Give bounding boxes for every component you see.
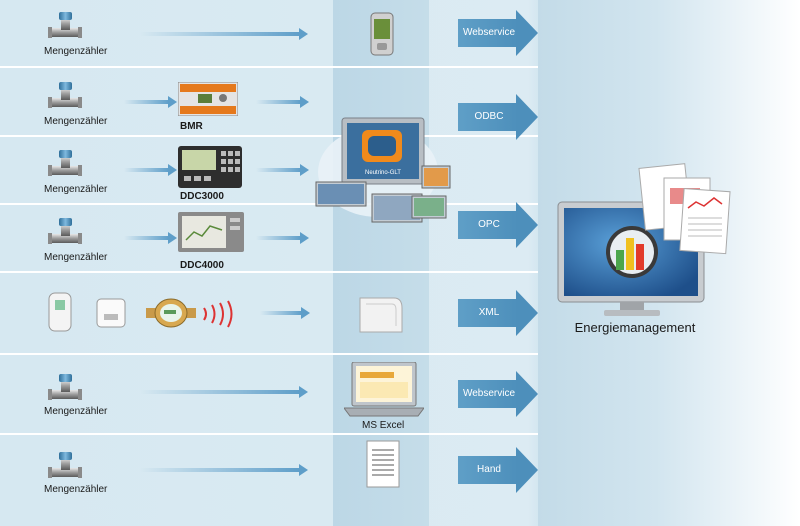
device-label-ddc3000: DDC3000 [180, 191, 224, 202]
meter-label: Mengenzähler [44, 252, 108, 263]
water-meter-icon [146, 298, 196, 328]
interface-arrow-opc: OPC [458, 202, 540, 248]
interface-arrow-xml: XML [458, 290, 540, 336]
flow-arrow [256, 96, 309, 108]
meter-label: Mengenzähler [44, 46, 108, 57]
excel-label: MS Excel [362, 420, 405, 431]
flow-arrow [124, 96, 177, 108]
paper-document-icon [366, 440, 400, 488]
gateway-monitor-icon: Neutrino-GLT [315, 117, 451, 223]
energy-management-label: Energiemanagement [574, 320, 696, 335]
flow-meter-icon [48, 10, 82, 44]
ddc4000-controller-icon [178, 212, 244, 252]
flow-arrow [124, 164, 177, 176]
smartphone-icon [370, 12, 394, 56]
interface-label: OPC [478, 219, 500, 230]
flow-arrow [140, 386, 308, 398]
meter-label: Mengenzähler [44, 184, 108, 195]
receiver-box-icon [359, 297, 403, 333]
meter-label: Mengenzähler [44, 116, 108, 127]
row-divider [0, 203, 538, 205]
gateway-column [333, 0, 429, 526]
energy-management-monitor-icon [557, 163, 731, 316]
interface-label: ODBC [474, 111, 504, 122]
interface-arrow-odbc: ODBC [458, 94, 540, 140]
room-sensor-icon [96, 298, 126, 328]
device-label-bmr: BMR [180, 121, 203, 132]
interface-arrow-webservice: Webservice [458, 10, 540, 56]
interface-label: Webservice [462, 27, 516, 38]
interface-label: Webservice [462, 388, 516, 399]
interface-arrow-hand: Hand [458, 447, 540, 493]
wall-sensor-icon [48, 292, 72, 332]
interface-arrow-webservice-2: Webservice [458, 371, 540, 417]
flow-meter-icon [48, 148, 82, 182]
row-divider [0, 135, 538, 137]
laptop-excel-icon [344, 362, 424, 417]
flow-meter-icon [48, 372, 82, 406]
row-divider [0, 66, 538, 68]
radio-waves-icon [203, 300, 233, 328]
flow-arrow [124, 232, 177, 244]
device-label-ddc4000: DDC4000 [180, 260, 224, 271]
bmr-controller-icon [178, 82, 238, 116]
flow-arrow [140, 28, 308, 40]
meter-label: Mengenzähler [44, 406, 108, 417]
meter-label: Mengenzähler [44, 484, 108, 495]
interface-label: Hand [477, 464, 501, 475]
flow-arrow [140, 464, 308, 476]
flow-meter-icon [48, 80, 82, 114]
flow-arrow [260, 307, 310, 319]
row-divider [0, 433, 538, 435]
flow-meter-icon [48, 216, 82, 250]
row-divider [0, 353, 538, 355]
interface-label: XML [478, 307, 500, 318]
flow-arrow [256, 164, 309, 176]
ddc3000-controller-icon [178, 146, 242, 188]
row-divider [0, 271, 538, 273]
flow-meter-icon [48, 450, 82, 484]
flow-arrow [256, 232, 309, 244]
gateway-screen-label: Neutrino-GLT [365, 170, 401, 176]
